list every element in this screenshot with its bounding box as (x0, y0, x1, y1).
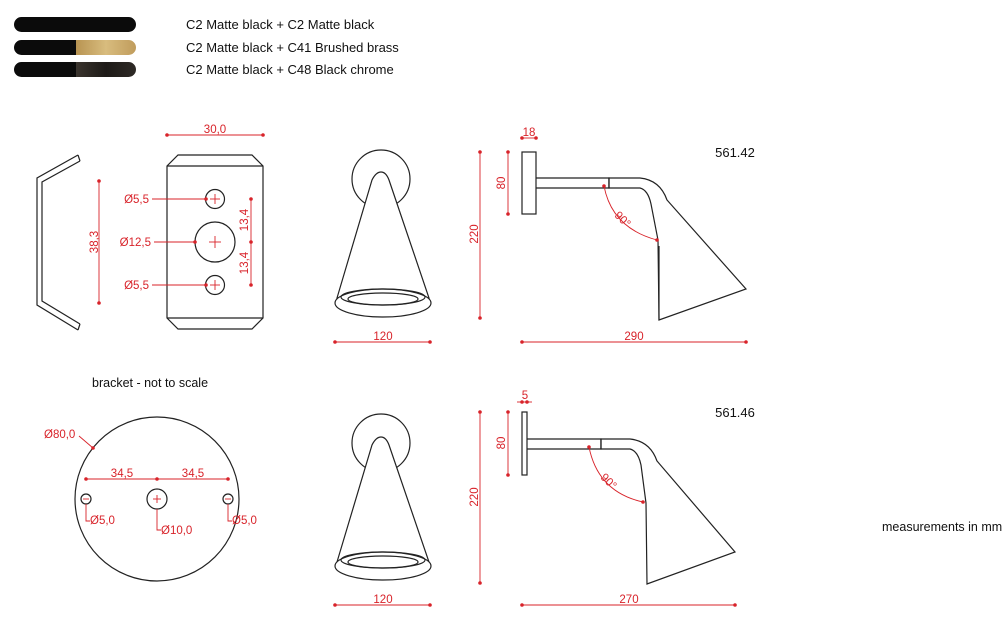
spacing-top-label: 13,4 (239, 208, 251, 231)
lamp-top-plate-height-dimension: 80 (496, 150, 510, 216)
units-note: measurements in mm (882, 520, 1003, 534)
bracket-height-dimension: 38,3 (89, 179, 101, 305)
lamp-bottom-projection-dimension: 270 (520, 594, 737, 607)
lamp-bottom-side-view (521, 411, 737, 585)
wall-plate-spacing-left-label: 34,5 (111, 468, 133, 480)
lamp-bottom-height-dimension: 220 (469, 410, 482, 585)
bracket-width-dimension: 30,0 (165, 124, 265, 137)
lamp-top-plate-depth-dimension: 18 (520, 127, 538, 140)
lamp-bottom-front-width-dimension: 120 (333, 594, 432, 607)
lamp-top-projection-label: 290 (624, 331, 643, 343)
finish-label-black-chrome: C2 Matte black + C48 Black chrome (186, 62, 394, 77)
wall-plate-view (74, 416, 240, 582)
wall-plate-hole-left-label: Ø5,0 (90, 515, 115, 527)
spacing-bottom-label: 13,4 (239, 251, 251, 274)
finish-swatch-brushed-brass (14, 40, 136, 55)
model-code-bottom: 561.46 (715, 405, 755, 420)
wall-plate-hole-center-label: Ø10,0 (161, 525, 192, 537)
finish-label-brushed-brass: C2 Matte black + C41 Brushed brass (186, 40, 399, 55)
swatch-segment-accent (76, 40, 136, 55)
lamp-bottom-front-width-label: 120 (373, 594, 392, 606)
lamp-bottom-front-view (334, 413, 432, 581)
hole-small-top-label: Ø5,5 (124, 194, 149, 206)
bracket-hole-callouts: Ø5,5 Ø12,5 Ø5,5 (120, 194, 208, 292)
lamp-top-side-view (521, 151, 748, 321)
swatch-segment-base (14, 62, 76, 77)
swatch-segment-base (14, 17, 76, 32)
wall-plate-diameter-label: Ø80,0 (44, 429, 75, 441)
wall-plate-spacing-dimension: 34,5 34,5 (84, 468, 230, 481)
finish-swatch-matte-black (14, 17, 136, 32)
lamp-top-height-label: 220 (469, 224, 481, 243)
lamp-bottom-angle-label: 90° (598, 471, 619, 492)
bracket-note: bracket - not to scale (92, 376, 209, 390)
bracket-width-label: 30,0 (204, 124, 226, 136)
lamp-bottom-plate-height-label: 80 (496, 437, 508, 450)
lamp-top-plate-height-label: 80 (496, 177, 508, 190)
hole-large-label: Ø12,5 (120, 237, 151, 249)
lamp-top-height-dimension: 220 (469, 150, 482, 320)
finish-swatch-black-chrome (14, 62, 136, 77)
lamp-bottom-height-label: 220 (469, 487, 481, 506)
wall-plate-spacing-right-label: 34,5 (182, 468, 204, 480)
wall-plate-diameter-callout: Ø80,0 (44, 429, 95, 450)
swatch-segment-accent (76, 62, 136, 77)
lamp-top-front-width-dimension: 120 (333, 331, 432, 344)
bracket-height-label: 38,3 (89, 231, 101, 253)
lamp-top-plate-depth-label: 18 (523, 127, 536, 139)
bracket-front-view (166, 154, 264, 330)
bracket-side-profile (36, 154, 81, 331)
lamp-top-front-width-label: 120 (373, 331, 392, 343)
swatch-segment-base (14, 40, 76, 55)
finish-label-matte-black: C2 Matte black + C2 Matte black (186, 17, 375, 32)
lamp-bottom-plate-depth-dimension: 5 (517, 390, 532, 404)
model-code-top: 561.42 (715, 145, 755, 160)
lamp-bottom-plate-depth-label: 5 (522, 390, 528, 402)
wall-plate-hole-right-label: Ø5,0 (232, 515, 257, 527)
lamp-top-projection-dimension: 290 (520, 331, 748, 344)
hole-small-bottom-label: Ø5,5 (124, 280, 149, 292)
lamp-top-front-view (334, 149, 432, 318)
lamp-bottom-projection-label: 270 (619, 594, 638, 606)
wall-plate-hole-callouts: Ø5,0 Ø10,0 Ø5,0 (85, 504, 257, 537)
lamp-bottom-plate-height-dimension: 80 (496, 410, 510, 477)
swatch-segment-accent (76, 17, 136, 32)
bracket-spacing-dimension: 13,4 13,4 (239, 197, 253, 287)
